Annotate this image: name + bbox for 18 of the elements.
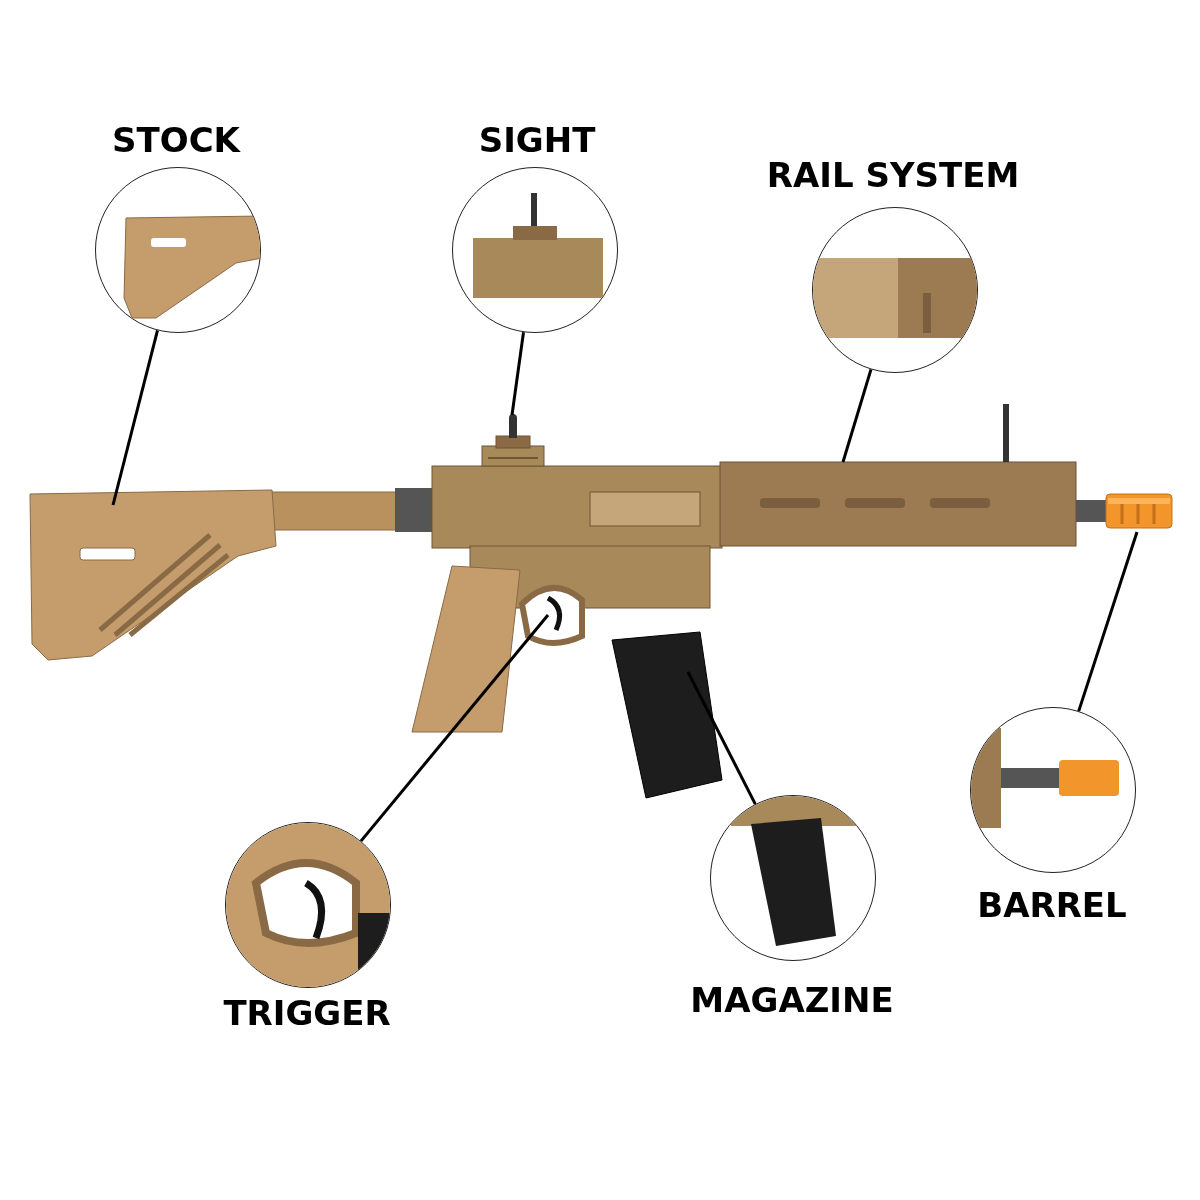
callout-label: BARREL [977, 885, 1127, 925]
magazine-drawing [611, 631, 723, 799]
leader-line [359, 614, 550, 843]
sight-drawing [481, 414, 545, 467]
callout-label: STOCK [112, 120, 240, 160]
callout-label: SIGHT [478, 120, 596, 160]
leader-line [510, 332, 525, 416]
leader-line [1077, 531, 1139, 712]
callout-label: TRIGGER [223, 993, 391, 1033]
stock-drawing [29, 489, 277, 661]
barrel-drawing [1076, 493, 1173, 529]
rail-system-drawing [719, 404, 1077, 547]
callout-label: MAGAZINE [690, 980, 894, 1020]
leader-line [111, 330, 159, 506]
leader-line [686, 671, 757, 805]
leader-line [841, 368, 873, 463]
callout-label: RAIL SYSTEM [766, 155, 1020, 195]
trigger-drawing [519, 585, 585, 646]
